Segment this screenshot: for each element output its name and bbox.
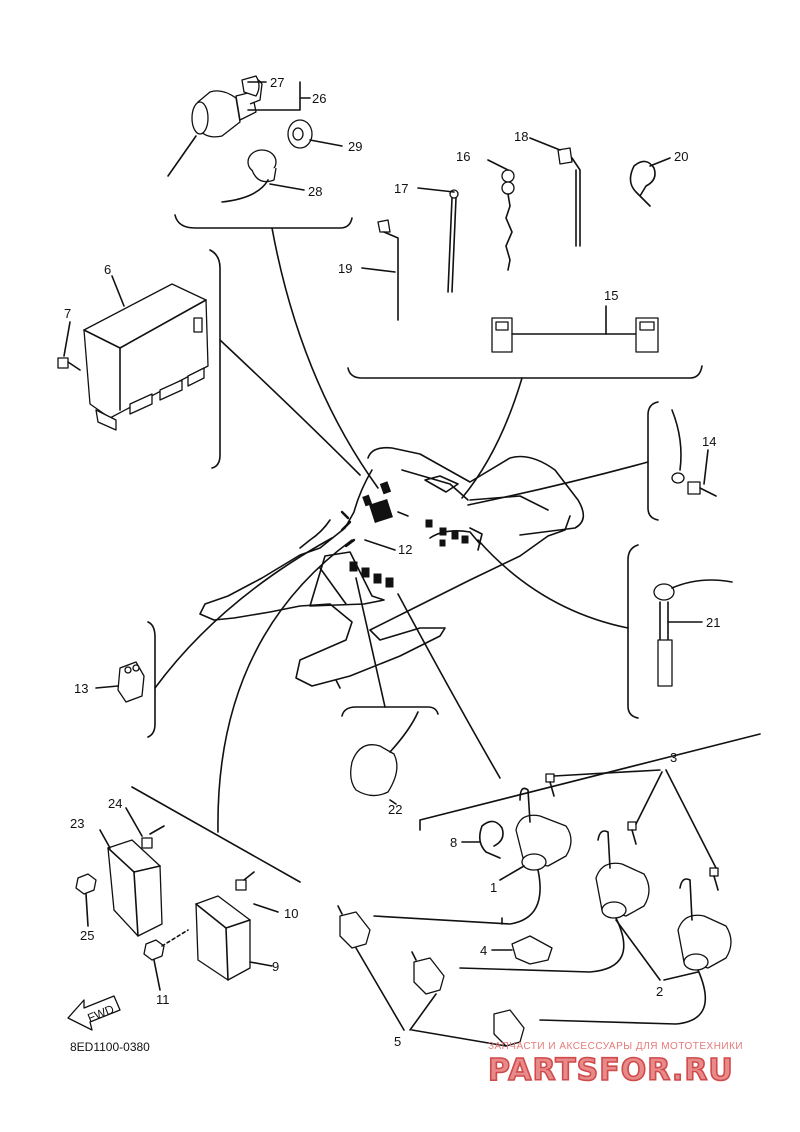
callout-29: 29 <box>348 139 362 154</box>
callout-6: 6 <box>104 262 111 277</box>
clip-8 <box>478 820 504 859</box>
callout-3: 3 <box>670 750 677 765</box>
callout-numbers: 27 26 29 28 16 17 18 20 19 15 6 7 14 12 … <box>64 75 720 1049</box>
relay-unit-9 <box>195 895 251 981</box>
ignition-coil-2b <box>677 878 732 971</box>
callout-9: 9 <box>272 959 279 974</box>
wire-coils-to-harness <box>397 593 501 779</box>
callout-leaders <box>63 81 717 1047</box>
callout-25: 25 <box>80 928 94 943</box>
wire-bolt-to-harness <box>467 461 649 506</box>
group-bracket-regulator <box>131 786 301 883</box>
callout-21: 21 <box>706 615 720 630</box>
group-bracket-coils <box>419 733 761 831</box>
nut-25 <box>75 873 97 895</box>
spark-plug-cap-b <box>411 951 445 995</box>
ignition-coil-2a <box>595 830 650 919</box>
high-tension-leads <box>373 869 707 1025</box>
callout-5: 5 <box>394 1034 401 1049</box>
group-bracket-ecu <box>209 249 221 469</box>
callout-18: 18 <box>514 129 528 144</box>
wire-ecu-to-harness <box>219 339 361 476</box>
screw-3a <box>545 773 555 797</box>
bolt-10 <box>235 871 255 891</box>
callout-20: 20 <box>674 149 688 164</box>
callout-7: 7 <box>64 306 71 321</box>
callout-22: 22 <box>388 802 402 817</box>
callout-24: 24 <box>108 796 122 811</box>
wire-sender-to-harness <box>477 539 629 629</box>
condenser-22 <box>350 711 419 797</box>
callout-11: 11 <box>156 992 170 1007</box>
callout-13: 13 <box>74 681 88 696</box>
wire-cables-to-harness <box>461 377 523 499</box>
group-bracket-bolt <box>647 401 659 521</box>
clip-20 <box>629 160 656 207</box>
callout-14: 14 <box>702 434 716 449</box>
callout-4: 4 <box>480 943 487 958</box>
cable-tie-18 <box>557 147 581 247</box>
callout-19: 19 <box>338 261 352 276</box>
ignition-coil-1 <box>515 787 572 871</box>
diagram-code: 8ED1100-0380 <box>70 1040 150 1054</box>
wire-harness-connectors <box>340 481 483 588</box>
screw-3c <box>709 867 719 891</box>
cdi-unit-ecu <box>83 283 209 431</box>
group-bracket-condenser <box>341 706 439 717</box>
group-bracket-ignition <box>174 214 353 229</box>
clamp-4 <box>511 935 553 965</box>
screw-7 <box>57 357 81 371</box>
nut-11 <box>143 929 189 961</box>
callout-16: 16 <box>456 149 470 164</box>
callout-27: 27 <box>270 75 284 90</box>
group-bracket-sender <box>627 544 639 719</box>
ground-wire <box>671 409 685 484</box>
screw-3b <box>627 821 637 845</box>
group-bracket-cables <box>347 365 703 379</box>
callout-23: 23 <box>70 816 84 831</box>
spark-plug-cap-c <box>493 1009 525 1047</box>
callout-12: 12 <box>398 542 412 557</box>
callout-15: 15 <box>604 288 618 303</box>
callout-2: 2 <box>656 984 663 999</box>
kill-switch <box>221 149 277 203</box>
callout-26: 26 <box>312 91 326 106</box>
callout-1: 1 <box>490 880 497 895</box>
fwd-arrow <box>67 995 121 1031</box>
callout-8: 8 <box>450 835 457 850</box>
spark-plug-cap-a <box>337 905 371 949</box>
bolt-24 <box>141 825 165 849</box>
watermark-brand: PARTSFOR.RU <box>488 1053 734 1088</box>
wire-relay-to-harness <box>154 537 333 689</box>
watermark-tagline: ЗАПЧАСТИ И АКСЕССУАРЫ ДЛЯ МОТОТЕХНИКИ <box>488 1041 743 1052</box>
callout-28: 28 <box>308 184 322 199</box>
wire-regulator-to-harness <box>217 539 353 833</box>
ignition-switch <box>167 77 263 177</box>
harness-15 <box>491 317 659 353</box>
rectifier-regulator-23 <box>107 839 163 937</box>
temperature-sender <box>653 579 733 687</box>
relay-13 <box>117 661 145 703</box>
wire-ignition-to-harness <box>271 227 379 489</box>
watermark: ЗАПЧАСТИ И АКСЕССУАРЫ ДЛЯ МОТОТЕХНИКИ PA… <box>487 1041 743 1089</box>
wire-condenser-to-harness <box>355 577 386 708</box>
wire-clamp-16 <box>501 169 515 271</box>
ignition-key <box>241 75 260 97</box>
callout-10: 10 <box>284 906 298 921</box>
cable-tie-17 <box>447 189 459 293</box>
group-bracket-relay <box>147 621 156 738</box>
bolt-14 <box>687 481 717 497</box>
wire-lead-19 <box>377 219 399 321</box>
snowmobile-chassis <box>199 446 585 689</box>
leader-12 <box>364 539 396 551</box>
callout-17: 17 <box>394 181 408 196</box>
key-nut <box>287 119 313 149</box>
